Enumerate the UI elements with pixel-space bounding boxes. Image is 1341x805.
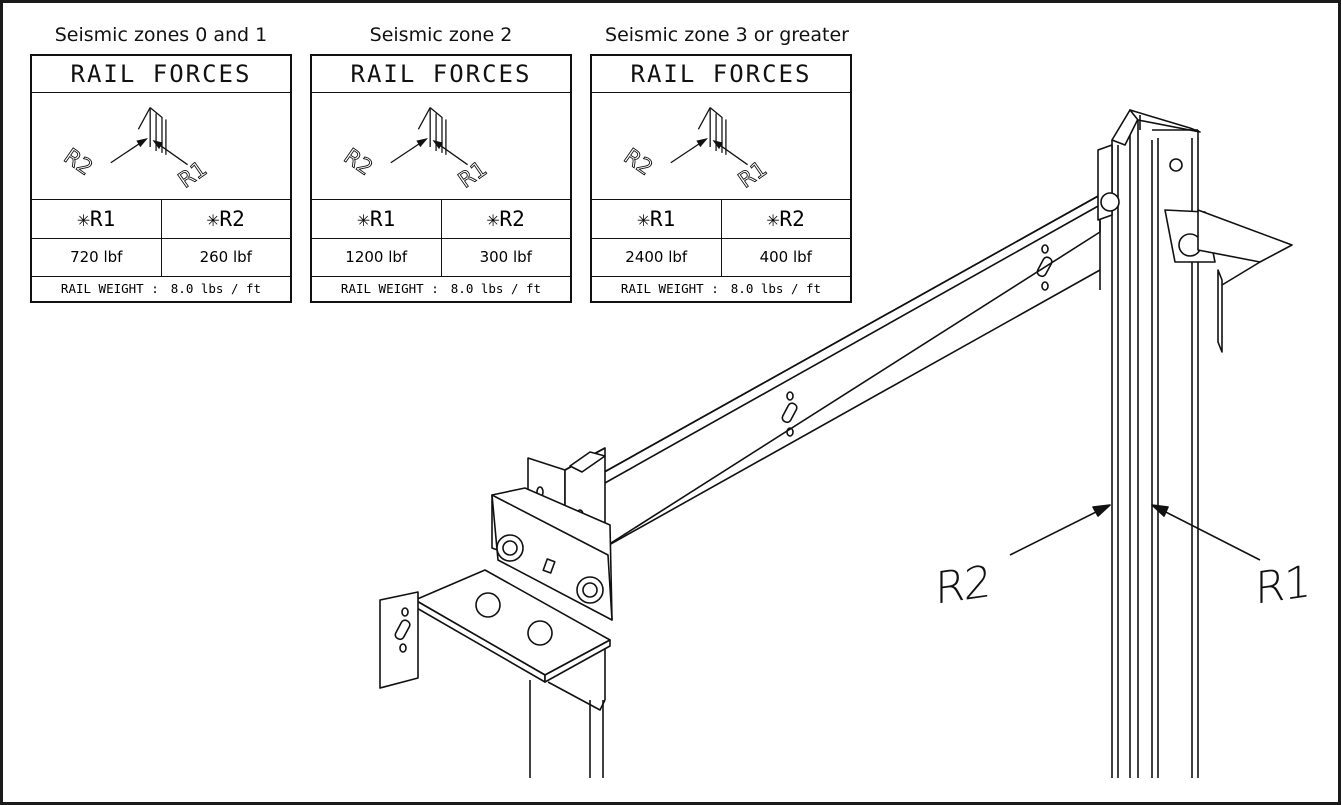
rail-weight-label: RAIL WEIGHT : (340, 281, 439, 296)
rail-weight-label: RAIL WEIGHT : (620, 281, 719, 296)
rail-weight-value: 8.0 lbs / ft (730, 281, 822, 296)
r1-label: ✳R1 (592, 200, 722, 238)
left-bracket-assembly (379, 447, 613, 778)
callout-r1: R1 (1255, 556, 1310, 615)
rail-forces-header: RAIL FORCES (32, 56, 290, 93)
r1-value: 720 lbf (32, 239, 162, 276)
svg-text:R1: R1 (174, 157, 212, 194)
rail-forces-table: RAIL FORCES R2 R1 ✳R1 ✳R2 1200 lbf 300 lbf… (310, 54, 572, 303)
r2-value: 260 lbf (199, 248, 252, 266)
rail-force-diagram: R2 R1 (312, 93, 570, 200)
r2-label: ✳R2 (766, 207, 805, 231)
zone-title: Seismic zone 3 or greater (605, 24, 849, 46)
force-arrows (1009, 504, 1261, 561)
rail-forces-header: RAIL FORCES (592, 56, 850, 93)
r2-label: ✳R2 (206, 207, 245, 231)
zone-title: Seismic zones 0 and 1 (54, 24, 268, 46)
svg-text:R2: R2 (59, 144, 97, 181)
r2-label: ✳R2 (486, 207, 525, 231)
right-rail-assembly (1097, 109, 1293, 778)
callout-r2: R2 (935, 556, 990, 615)
rail-weight-label: RAIL WEIGHT : (60, 281, 159, 296)
r2-value: 400 lbf (759, 248, 812, 266)
rail-weight: RAIL WEIGHT : 8.0 lbs / ft (312, 277, 570, 301)
r2-value: 300 lbf (479, 248, 532, 266)
svg-text:R2: R2 (339, 144, 377, 181)
rail-weight-value: 8.0 lbs / ft (450, 281, 542, 296)
r1-value: 1200 lbf (312, 239, 442, 276)
rail-forces-header: RAIL FORCES (312, 56, 570, 93)
r1-value: 2400 lbf (592, 239, 722, 276)
rail-force-diagram: R2 R1 (32, 93, 290, 200)
r1-label: ✳R1 (32, 200, 162, 238)
zone-title: Seismic zone 2 (369, 24, 513, 46)
svg-text:R1: R1 (734, 157, 772, 194)
svg-text:R2: R2 (619, 144, 657, 181)
svg-text:R1: R1 (454, 157, 492, 194)
r1-label: ✳R1 (312, 200, 442, 238)
rail-weight: RAIL WEIGHT : 8.0 lbs / ft (32, 277, 290, 301)
rail-force-diagram: R2 R1 (592, 93, 850, 200)
rail-weight-value: 8.0 lbs / ft (170, 281, 262, 296)
rail-forces-table: RAIL FORCES R2 R1 ✳R1 ✳R2 2400 lbf 400 lbf… (590, 54, 852, 303)
rail-weight: RAIL WEIGHT : 8.0 lbs / ft (592, 277, 850, 301)
